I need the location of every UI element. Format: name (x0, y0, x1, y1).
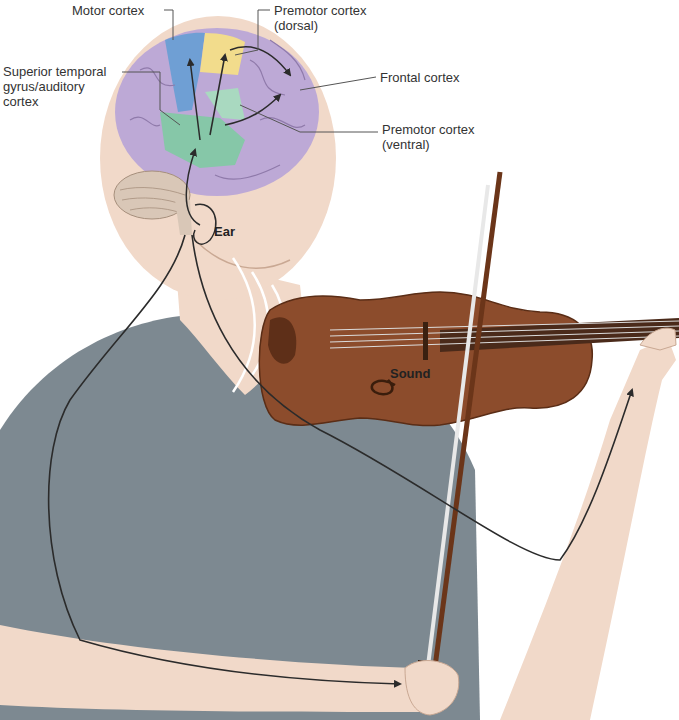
leader-lines (122, 10, 378, 132)
motor-pathways (49, 235, 632, 684)
art-part (122, 72, 180, 125)
art-part (235, 10, 270, 55)
brain (115, 28, 319, 196)
bow-hand (405, 661, 459, 715)
brain-arrows (190, 47, 290, 140)
art-part (130, 117, 160, 126)
art-part (122, 198, 184, 205)
f-hole (372, 380, 395, 394)
premotor-ventral-area (205, 88, 245, 120)
motor-area (165, 33, 205, 112)
art-part (120, 188, 185, 195)
cerebellum-lines (120, 188, 185, 212)
ear (194, 204, 216, 244)
art-part (330, 321, 679, 330)
art-part (190, 60, 200, 140)
head (100, 16, 336, 300)
fingers (640, 328, 676, 350)
art-part (215, 165, 280, 179)
region-label: Motor cortex (72, 3, 164, 18)
violin-strings (330, 321, 679, 348)
part-label: Sound (390, 366, 450, 381)
region-label: Premotor cortex (dorsal) (274, 3, 386, 33)
art-part (230, 47, 290, 75)
brainstem (175, 200, 192, 235)
bow-hair (425, 185, 488, 690)
chinrest (268, 317, 296, 363)
bow-stick (430, 172, 500, 705)
art-part (330, 326, 679, 336)
region-label: Premotor cortex (ventral) (382, 122, 494, 152)
region-label: Frontal cortex (380, 70, 490, 85)
brain-folds (130, 40, 305, 179)
art-part (210, 55, 225, 135)
art-part (192, 235, 632, 560)
region-label: Superior temporal gyrus/auditory cortex (3, 64, 121, 109)
face-line (195, 240, 290, 268)
art-part (330, 331, 679, 342)
art-part (240, 105, 378, 132)
art-part (270, 40, 305, 80)
art-part (260, 118, 305, 128)
art-part (130, 208, 178, 212)
art-part (164, 10, 173, 40)
bowing-arm (0, 625, 445, 712)
art-part (300, 77, 376, 90)
temporal-area (160, 112, 245, 168)
art-part (330, 336, 679, 348)
bridge (423, 322, 428, 360)
violin-body (259, 292, 592, 426)
art-part (250, 60, 285, 95)
art-part (49, 235, 400, 684)
part-label: Ear (214, 224, 254, 239)
art-part (225, 95, 280, 125)
art-part (140, 68, 175, 86)
auditory-nerve (186, 150, 200, 225)
art-part (233, 258, 255, 392)
